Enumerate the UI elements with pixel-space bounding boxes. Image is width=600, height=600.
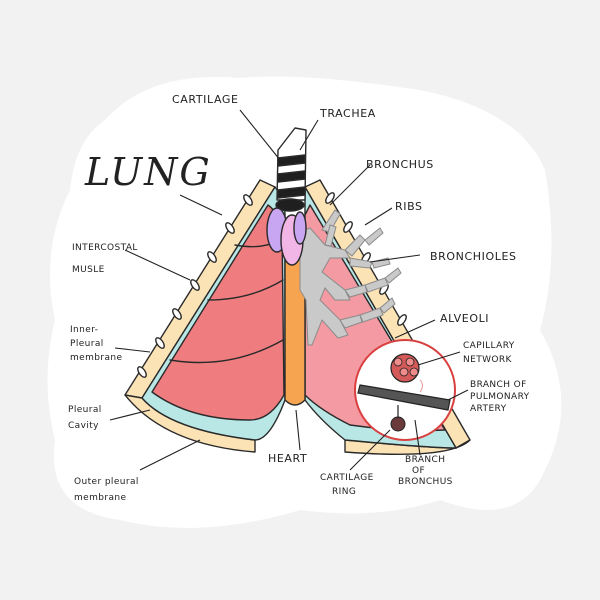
label-trachea: TRACHEA (319, 107, 376, 120)
bronchial-tree (299, 209, 402, 346)
label-pulmonary-3: ARTERY (470, 404, 507, 414)
label-alveoli: ALVEOLI (440, 312, 489, 325)
label-inner-pleural-2: Pleural (70, 339, 104, 349)
label-branch-bronchus-2: OF (412, 466, 425, 476)
label-cartilage-ring-1: CARTILAGE (320, 473, 374, 483)
label-capillary-2: NETWORK (463, 355, 513, 365)
label-outer-pleural-1: Outer pleural (74, 477, 139, 487)
label-inner-pleural-1: Inner- (70, 325, 98, 335)
label-pleural-cavity-2: Cavity (68, 421, 99, 431)
trachea-lobes (266, 207, 307, 266)
label-bronchus: BRONCHUS (366, 158, 434, 171)
left-lung-fissure-1 (207, 279, 284, 301)
label-ribs: RIBS (395, 200, 423, 213)
label-pulmonary-1: BRANCH OF (470, 380, 527, 390)
label-branch-bronchus-3: BRONCHUS (398, 477, 453, 487)
label-cartilage-ring-2: RING (332, 487, 356, 497)
label-cartilage: CARTILAGE (172, 93, 239, 106)
label-intercostal-1: INTERCOSTAL (72, 243, 138, 253)
alveoli-zoom-circle (354, 339, 456, 441)
label-intercostal-2: MUSLE (72, 265, 105, 275)
label-heart: HEART (268, 452, 307, 465)
leader-lines (109, 109, 469, 471)
rib-holes-left (137, 194, 253, 378)
label-bronchioles: BRONCHIOLES (430, 250, 517, 263)
label-pleural-cavity-1: Pleural (68, 405, 102, 415)
bronchus-branch-tube (357, 384, 451, 411)
left-lung-fissure-2 (169, 339, 284, 364)
label-branch-bronchus-1: BRANCH (405, 455, 445, 465)
label-pulmonary-2: PULMONARY (470, 392, 530, 402)
label-inner-pleural-3: membrane (70, 353, 123, 363)
label-capillary-1: CAPILLARY (463, 341, 515, 351)
trachea (275, 127, 307, 212)
title-lung: LUNG (84, 150, 212, 194)
label-outer-pleural-2: membrane (74, 493, 127, 503)
